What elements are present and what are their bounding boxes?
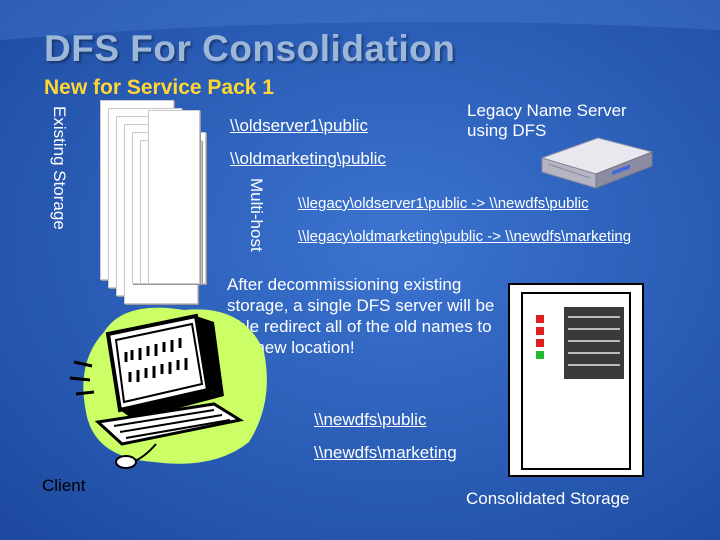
mapping-arrow-1: -> xyxy=(471,195,486,212)
computer-clipart-icon xyxy=(69,307,267,469)
decommission-note: After decommissioning existing storage, … xyxy=(227,275,495,357)
new-share-public[interactable]: \\newdfs\public xyxy=(314,410,427,429)
legacy-server-label: Legacy Name Server using DFS xyxy=(467,101,627,141)
consolidated-storage-label: Consolidated Storage xyxy=(466,489,630,508)
mapping-to-1[interactable]: \\newdfs\public xyxy=(489,195,589,212)
mapping-arrow-2: -> xyxy=(487,228,502,245)
slide-title: DFS For Consolidation xyxy=(44,28,456,69)
existing-storage-label: Existing Storage xyxy=(50,106,69,230)
mapping-from-2[interactable]: \\legacy\oldmarketing\public xyxy=(298,228,484,245)
slide-subtitle: New for Service Pack 1 xyxy=(44,76,274,99)
multihost-label: Multi-host xyxy=(247,178,266,252)
mapping-from-1[interactable]: \\legacy\oldserver1\public xyxy=(298,195,468,212)
old-share-oldserver1[interactable]: \\oldserver1\public xyxy=(230,116,368,135)
document-sheet xyxy=(148,110,200,284)
legacy-server-label-line1: Legacy Name Server xyxy=(467,101,627,120)
server-rack-icon xyxy=(508,283,644,477)
legacy-server-label-line2: using DFS xyxy=(467,121,547,140)
new-share-marketing[interactable]: \\newdfs\marketing xyxy=(314,443,457,462)
mapping-row-1: \\legacy\oldserver1\public -> \\newdfs\p… xyxy=(298,195,589,212)
client-label: Client xyxy=(42,476,86,495)
server-box-icon xyxy=(540,137,654,189)
mapping-to-2[interactable]: \\newdfs\marketing xyxy=(505,228,632,245)
old-share-oldmarketing[interactable]: \\oldmarketing\public xyxy=(230,149,386,168)
mapping-row-2: \\legacy\oldmarketing\public -> \\newdfs… xyxy=(298,228,631,245)
